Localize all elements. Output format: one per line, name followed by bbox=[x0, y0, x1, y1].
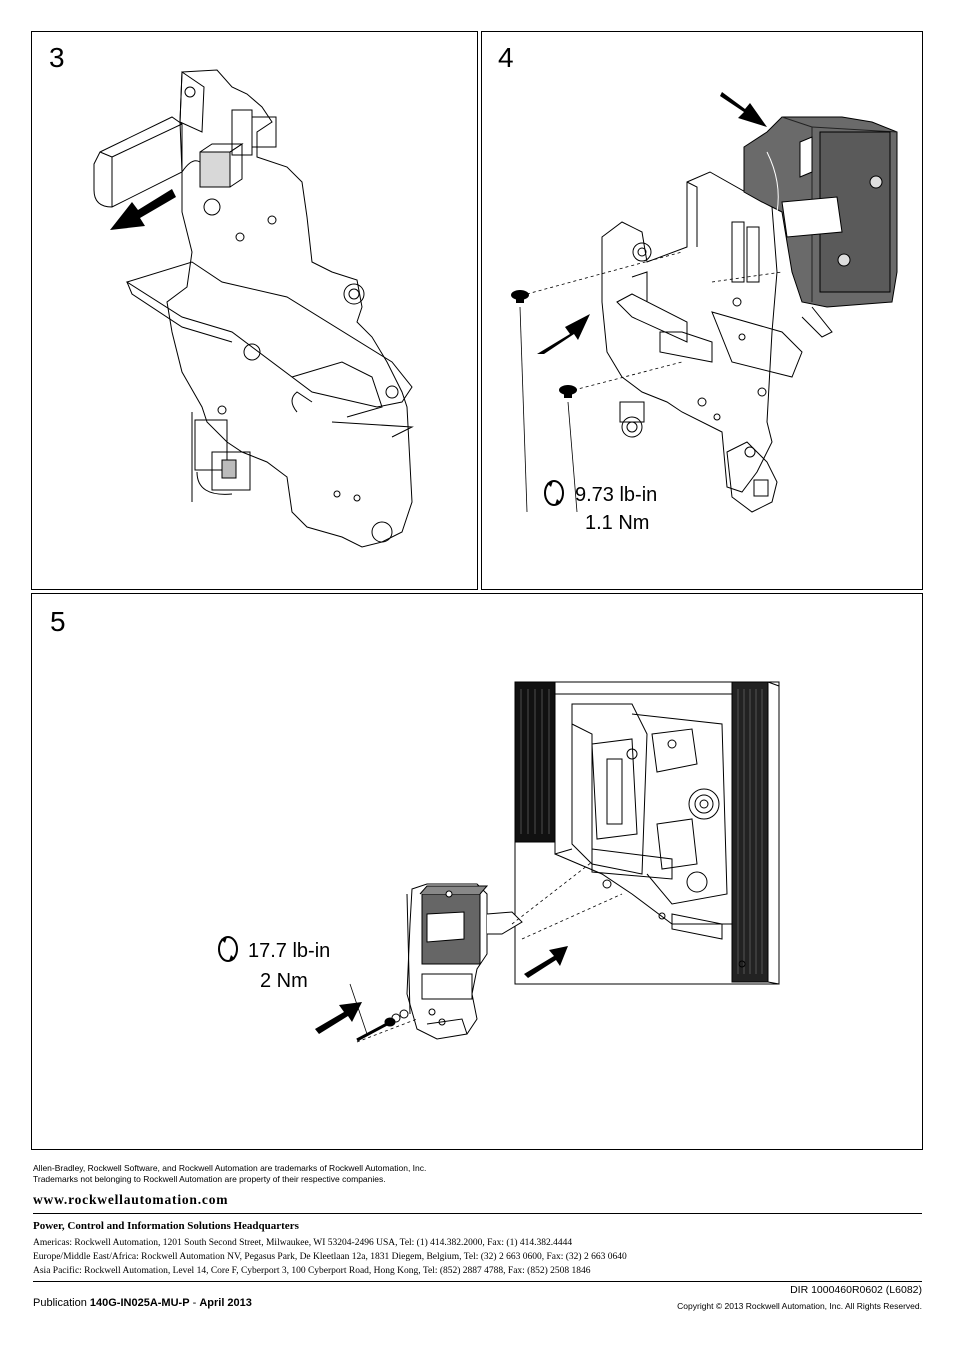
trademark-notice: Allen-Bradley, Rockwell Software, and Ro… bbox=[33, 1163, 426, 1185]
step-4-number: 4 bbox=[498, 42, 514, 73]
torque-rotation-icon bbox=[218, 936, 238, 962]
torque-value-imperial: 9.73 lb-in bbox=[575, 484, 658, 506]
screw-icon bbox=[511, 290, 577, 398]
torque-value-imperial: 17.7 lb-in bbox=[248, 940, 331, 962]
headquarters-title: Power, Control and Information Solutions… bbox=[33, 1220, 299, 1232]
step-5-panel: 5 bbox=[31, 593, 923, 1150]
address-americas: Americas: Rockwell Automation, 1201 Sout… bbox=[33, 1238, 573, 1248]
copyright-notice: Copyright © 2013 Rockwell Automation, In… bbox=[677, 1301, 922, 1311]
removal-arrow-icon bbox=[110, 189, 176, 230]
step-3-panel: 3 bbox=[31, 31, 478, 590]
footer-divider-lower bbox=[33, 1281, 922, 1282]
step-5-number: 5 bbox=[50, 606, 66, 637]
step-3-illustration bbox=[93, 69, 414, 548]
publication-date: April 2013 bbox=[199, 1297, 252, 1309]
module-push-arrow-icon bbox=[524, 946, 568, 978]
publication-number: 140G-IN025A-MU-P bbox=[89, 1297, 190, 1309]
publication-separator: - bbox=[189, 1297, 200, 1309]
trademark-line-2: Trademarks not belonging to Rockwell Aut… bbox=[33, 1174, 386, 1184]
footer-divider bbox=[33, 1213, 922, 1214]
plate-push-arrow-icon bbox=[537, 314, 590, 354]
torque-rotation-icon bbox=[544, 480, 564, 506]
publication-info: Publication 140G-IN025A-MU-P - April 201… bbox=[33, 1297, 252, 1309]
step-4-illustration bbox=[511, 92, 898, 513]
torque-value-metric: 2 Nm bbox=[260, 970, 308, 992]
step-3-number: 3 bbox=[49, 42, 65, 73]
website-link[interactable]: www.rockwellautomation.com bbox=[33, 1192, 229, 1207]
torque-value-metric: 1.1 Nm bbox=[585, 512, 650, 534]
address-europe: Europe/Middle East/Africa: Rockwell Auto… bbox=[33, 1252, 627, 1262]
dir-code: DIR 1000460R0602 (L6082) bbox=[790, 1284, 922, 1296]
module-insert-arrow-icon bbox=[720, 92, 767, 127]
screw-insert-arrow-icon bbox=[315, 1002, 362, 1034]
address-asia: Asia Pacific: Rockwell Automation, Level… bbox=[33, 1266, 591, 1276]
step-5-illustration bbox=[315, 681, 780, 1043]
trademark-line-1: Allen-Bradley, Rockwell Software, and Ro… bbox=[33, 1163, 427, 1173]
step-4-panel: 4 bbox=[481, 31, 923, 590]
publication-label: Publication bbox=[33, 1297, 87, 1309]
